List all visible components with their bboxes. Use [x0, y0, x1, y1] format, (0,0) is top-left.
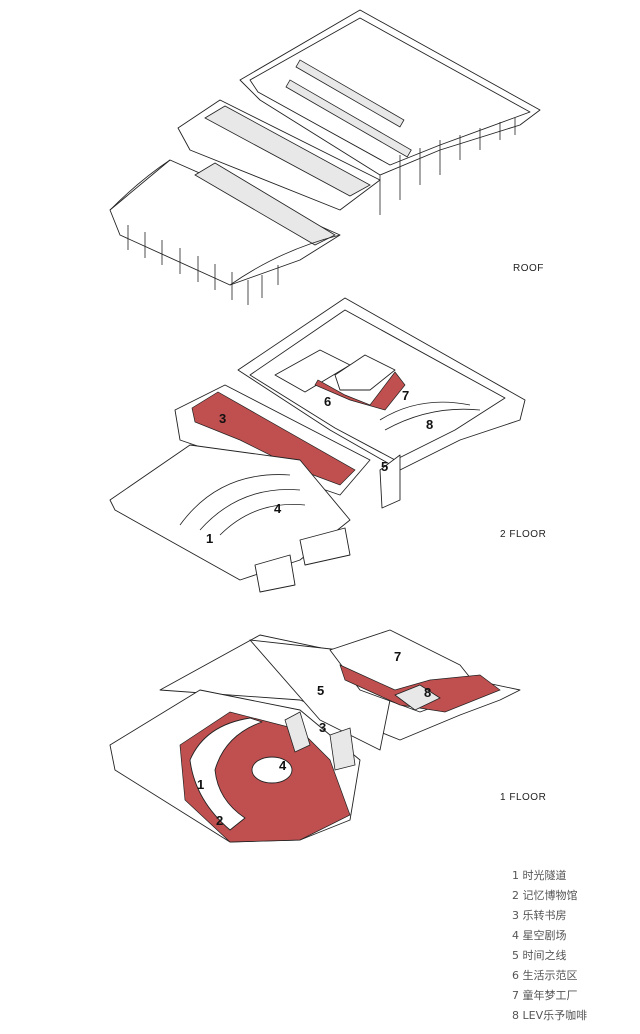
floor2-marker-8: 8 — [426, 417, 433, 432]
floor1-marker-4: 4 — [279, 758, 287, 773]
floor1-drawing — [109, 629, 521, 843]
legend-item: 1 时光隧道 — [512, 869, 567, 882]
legend-item: 3 乐转书房 — [512, 909, 567, 922]
floor1-marker-7: 7 — [394, 649, 401, 664]
legend-item: 4 星空剧场 — [512, 929, 567, 942]
floor1-marker-8: 8 — [424, 685, 431, 700]
floor1-marker-2: 2 — [216, 813, 223, 828]
level-label-2-floor: 2 FLOOR — [500, 529, 547, 540]
floor2-markers: 1 3 4 5 6 7 8 — [206, 388, 433, 546]
floor2-marker-6: 6 — [324, 394, 331, 409]
legend-item: 2 记忆博物馆 — [512, 889, 578, 902]
floor2-marker-4: 4 — [274, 501, 282, 516]
floor2-marker-1: 1 — [206, 531, 213, 546]
legend-item: 7 童年梦工厂 — [512, 989, 578, 1002]
legend-item: 6 生活示范区 — [512, 969, 578, 982]
floor1-marker-3: 3 — [319, 720, 326, 735]
legend: 1 时光隧道 2 记忆博物馆 3 乐转书房 4 星空剧场 5 时间之线 6 生活… — [512, 866, 587, 1026]
floor1-marker-5: 5 — [317, 683, 324, 698]
floor2-drawing — [109, 297, 526, 593]
floor2-marker-5: 5 — [381, 459, 388, 474]
level-label-1-floor: 1 FLOOR — [500, 792, 547, 803]
roof-level-drawing — [109, 9, 541, 305]
floor1-marker-1: 1 — [197, 777, 204, 792]
floor2-marker-7: 7 — [402, 388, 409, 403]
legend-item: 5 时间之线 — [512, 949, 567, 962]
floor1-markers: 1 2 3 4 5 7 8 — [197, 649, 431, 828]
level-label-roof: ROOF — [513, 263, 544, 274]
floor2-marker-3: 3 — [219, 411, 226, 426]
legend-item: 8 LEV乐予咖啡 — [512, 1009, 588, 1022]
